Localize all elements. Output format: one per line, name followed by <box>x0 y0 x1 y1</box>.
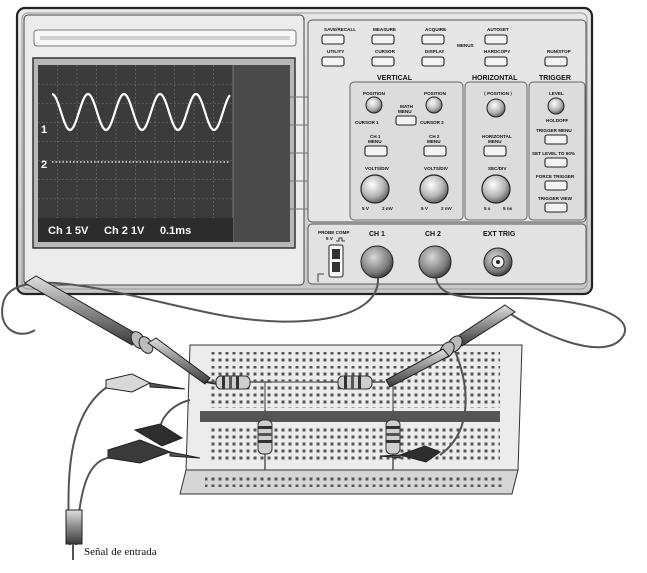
resistor-r3 <box>257 410 273 470</box>
ch1-waveform <box>51 92 231 132</box>
runstop-label: RUN/STOP <box>547 49 571 54</box>
sec-div-knob[interactable] <box>481 174 511 204</box>
ch1-menu-button[interactable] <box>364 145 388 157</box>
display-screen: 1 2 Ch 1 5V Ch 2 1V 0.1ms <box>32 57 296 249</box>
hardcopy-label: HARDCOPY <box>484 49 510 54</box>
measure-button[interactable] <box>371 34 395 45</box>
breadboard <box>179 344 523 495</box>
save-recall-label: SAVE/RECALL <box>324 27 356 32</box>
ch1-marker: 1 <box>41 124 47 136</box>
acquire-button[interactable] <box>421 34 445 45</box>
cursor-button[interactable] <box>371 56 395 67</box>
trigger-menu-label: TRIGGER MENU <box>536 128 572 133</box>
force-trigger-button[interactable] <box>544 180 568 191</box>
ch2-volts-range-right: 2 mV <box>441 206 453 211</box>
trigger-level-label: LEVEL <box>549 91 564 96</box>
set-level-50-button[interactable] <box>544 157 568 168</box>
ch1-input-label: CH 1 <box>369 231 385 238</box>
autoset-label: AUTOSET <box>487 27 509 32</box>
ch2-scale-readout: Ch 2 1V <box>104 225 145 237</box>
sec-range-left: 5 s <box>484 206 491 211</box>
measure-label: MEASURE <box>373 27 396 32</box>
cursor-label: CURSOR <box>375 49 396 54</box>
ch1-bnc-connector[interactable] <box>360 245 394 279</box>
set-level-label: SET LEVEL TO 50% <box>532 151 575 156</box>
input-signal-caption: Señal de entrada <box>84 546 157 558</box>
display-button[interactable] <box>421 56 445 67</box>
ch2-position-knob[interactable] <box>425 96 443 114</box>
ch2-volts-div-label: VOLTS/DIV <box>424 166 449 171</box>
trigger-section-title: TRIGGER <box>539 75 571 82</box>
ch2-bnc-connector[interactable] <box>418 245 452 279</box>
ch2-menu-button[interactable] <box>423 145 447 157</box>
alligator-clips <box>105 373 442 464</box>
horizontal-menu-button[interactable] <box>483 145 507 157</box>
save-recall-button[interactable] <box>321 34 345 45</box>
trigger-menu-button[interactable] <box>544 134 568 145</box>
ch2-marker: 2 <box>41 159 47 171</box>
ch1-volts-range-right: 2 mV <box>382 206 394 211</box>
control-panel: SAVE/RECALL MEASURE ACQUIRE UTILITY CURS… <box>307 19 587 223</box>
probe-comp-value: 5 V <box>326 236 334 241</box>
cursor1-label: CURSOR 1 <box>355 120 379 125</box>
ch1-volts-range-left: 5 V <box>362 206 370 211</box>
ch2-probe <box>385 304 516 388</box>
holdoff-label: HOLDOFF <box>546 118 568 123</box>
ch2-volts-range-left: 5 V <box>421 206 429 211</box>
ch2-volts-div-knob[interactable] <box>419 174 449 204</box>
ch1-volts-div-label: VOLTS/DIV <box>365 166 390 171</box>
math-menu-button[interactable] <box>395 115 417 126</box>
trigger-level-knob[interactable] <box>547 97 565 115</box>
probe-comp-label: PROBE COMP <box>318 230 349 235</box>
display-label: DISPLAY <box>425 49 445 54</box>
ch1-volts-div-knob[interactable] <box>360 174 390 204</box>
trigger-view-label: TRIGGER VIEW <box>538 196 573 201</box>
hardcopy-button[interactable] <box>484 56 508 67</box>
horizontal-position-label: ⟨ POSITION ⟩ <box>484 91 512 96</box>
ch1-probe <box>24 275 217 385</box>
utility-button[interactable] <box>321 56 345 67</box>
sec-range-right: 5 ns <box>503 206 513 211</box>
utility-label: UTILITY <box>327 49 344 54</box>
ch1-position-label: POSITION <box>363 91 386 96</box>
cursor2-label: CURSOR 2 <box>420 120 444 125</box>
vertical-section-title: VERTICAL <box>377 75 413 82</box>
force-trigger-label: FORCE TRIGGER <box>536 174 575 179</box>
resistor-r1 <box>205 375 272 390</box>
trigger-view-button[interactable] <box>544 202 568 213</box>
ch2-input-label: CH 2 <box>425 231 441 238</box>
input-signal-connector <box>65 509 83 560</box>
acquire-label: ACQUIRE <box>425 27 446 32</box>
ext-trig-input-label: EXT TRIG <box>483 231 516 238</box>
horizontal-position-knob[interactable] <box>486 98 506 118</box>
resistor-r2 <box>318 375 385 390</box>
sec-div-label: SEC/DIV <box>488 166 507 171</box>
horizontal-section-title: HORIZONTAL <box>472 75 518 82</box>
ch1-position-knob[interactable] <box>365 96 383 114</box>
runstop-button[interactable] <box>544 56 568 67</box>
autoset-button[interactable] <box>484 34 508 45</box>
ch1-scale-readout: Ch 1 5V <box>48 225 89 237</box>
menus-label: MENUS <box>457 43 474 48</box>
resistor-r4 <box>385 410 401 470</box>
ch2-position-label: POSITION <box>424 91 447 96</box>
timebase-readout: 0.1ms <box>160 225 191 237</box>
input-connectors: PROBE COMP 5 V CH 1 CH 2 EXT TRIG <box>307 223 587 285</box>
